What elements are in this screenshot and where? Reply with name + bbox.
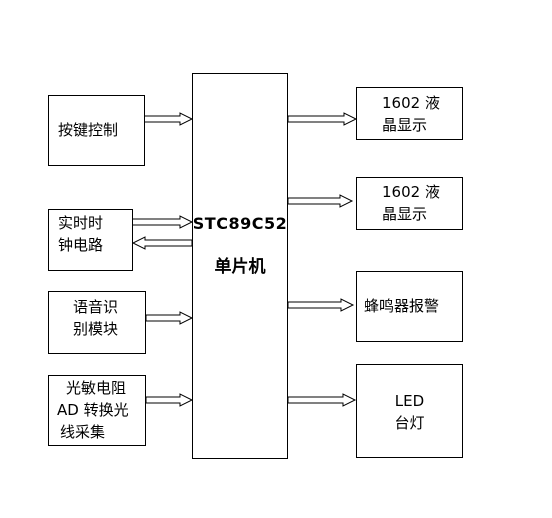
lcd1-label-line: 1602 液 (382, 94, 440, 112)
lcd1-block (356, 87, 463, 140)
arrow-voice-to-mcu (145, 311, 194, 325)
mcu-model-label: STC89C52 (192, 214, 288, 233)
buzzer-block (356, 271, 463, 342)
voice-label: 语音识 别模块 (73, 296, 118, 340)
light-sensor-label: 光敏电阻 AD 转换光 线采集 (57, 377, 129, 443)
mcu-name-label: 单片机 (214, 257, 266, 277)
arrow-mcu-to-lcd1 (287, 112, 358, 126)
light-sensor-block (48, 375, 146, 446)
rtc-label-line: 钟电路 (58, 236, 104, 254)
arrow-mcu-to-rtc (131, 236, 193, 250)
light-sensor-label-line: AD 转换光 (57, 401, 129, 419)
voice-label-line: 别模块 (73, 320, 119, 338)
lcd2-label-line: 晶显示 (382, 205, 428, 223)
light-sensor-label-line: 光敏电阻 (66, 379, 127, 397)
arrow-mcu-to-lcd2 (287, 194, 354, 208)
key-control-label-line: 按键控制 (58, 121, 119, 139)
rtc-block (48, 209, 133, 271)
buzzer-label: 蜂鸣器报警 (364, 295, 439, 317)
led-lamp-label-line: 台灯 (394, 414, 425, 432)
arrow-light-to-mcu (145, 393, 194, 407)
led-lamp-block (356, 364, 463, 458)
lcd2-label: 1602 液 晶显示 (382, 181, 440, 225)
lcd1-label-line: 晶显示 (382, 116, 428, 134)
light-sensor-label-line: 线采集 (60, 423, 106, 441)
lcd1-label: 1602 液 晶显示 (382, 92, 440, 136)
rtc-label-line: 实时时 (58, 214, 104, 232)
arrow-mcu-to-led (287, 393, 357, 407)
arrow-rtc-to-mcu (131, 215, 194, 229)
voice-label-line: 语音识 (73, 298, 119, 316)
rtc-label: 实时时 钟电路 (58, 212, 103, 256)
key-control-label: 按键控制 (58, 119, 118, 141)
led-lamp-label: LED 台灯 (356, 390, 463, 434)
arrow-mcu-to-buzzer (287, 298, 355, 312)
arrow-key-to-mcu (143, 112, 194, 126)
key-control-block (48, 95, 145, 166)
led-lamp-label-line: LED (394, 392, 425, 410)
mcu-block (192, 73, 288, 459)
lcd2-label-line: 1602 液 (382, 183, 440, 201)
voice-block (48, 291, 146, 354)
lcd2-block (356, 177, 463, 230)
buzzer-label-line: 蜂鸣器报警 (364, 297, 440, 315)
